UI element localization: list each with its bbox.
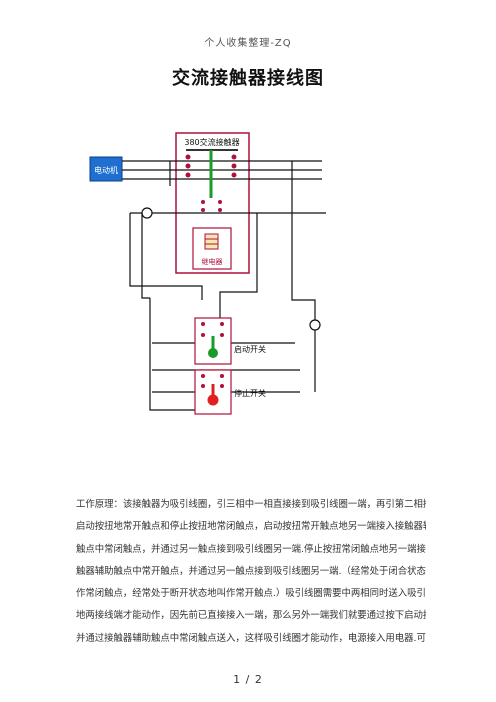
start-button-icon (208, 348, 218, 358)
page-title: 交流接触器接线图 (172, 68, 324, 89)
terminal-left (141, 207, 153, 219)
aux-contacts (201, 200, 222, 212)
stop-button-icon (207, 394, 219, 406)
paragraph-line: 作常闭触点，经常处于断开状态地叫作常开触点.）吸引线圈需要中两相同时送入吸引线圈 (76, 588, 426, 600)
motor-label: 电动机 (94, 165, 118, 175)
paragraph-line: 工作原理：该接触器为吸引线圈，引三相中一相直接接到吸引线圈一端，再引第二相接入 (76, 499, 426, 510)
description-paragraph: 工作原理：该接触器为吸引线圈，引三相中一相直接接到吸引线圈一端，再引第二相接入 … (76, 494, 426, 650)
paragraph-line: 触点中常闭触点，并通过另一触点接到吸引线圈另一端.停止按扭常闭触点地另一端接入接 (76, 543, 426, 555)
page-number: 1 / 2 (233, 673, 263, 686)
relay-label: 继电器 (202, 257, 223, 266)
stop-switch-box (194, 369, 232, 415)
phase-lines (122, 160, 322, 186)
paragraph-line: 启动按扭地常开触点和停止按扭地常闭触点，启动按扭常开触点地另一端接入接触器辅助 (76, 521, 426, 533)
paragraph-line: 触器辅助触点中常开触点，并通过另一触点接到吸引线圈另一端.（经常处于闭合状态地叫 (76, 565, 426, 577)
stop-label: 停止开关 (234, 388, 266, 398)
terminal-right (309, 319, 321, 331)
main-contacts (185, 154, 237, 178)
start-label: 启动开关 (234, 344, 266, 354)
motor-box (89, 156, 123, 182)
paragraph-line: 并通过接触器辅助触点中常闭触点送入，这样吸引线圈才能动作，电源接入用电器.可是当 (76, 632, 426, 644)
contactor-label: 380交流接触器 (184, 137, 239, 147)
page-header: 个人收集整理-ZQ (204, 38, 292, 49)
paragraph-line: 地两接线端才能动作，因先前已直接接入一端，那么另外一端我们就要通过按下启动按扭 (76, 610, 426, 622)
